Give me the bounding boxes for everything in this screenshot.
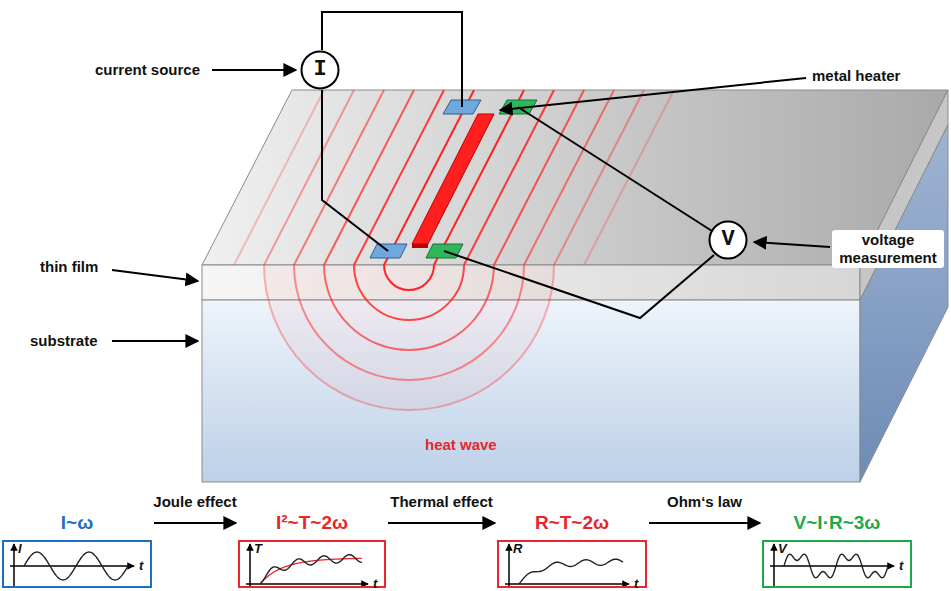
effect-label: Ohm‘s law	[667, 493, 742, 510]
part-label: current source	[95, 61, 200, 78]
instrument-symbol: V	[708, 220, 748, 260]
heat-wave-lines	[234, 90, 674, 410]
instrument-circle: V	[708, 220, 748, 260]
wires	[322, 12, 714, 318]
effect-label: Thermal effect	[390, 493, 493, 510]
part-label: substrate	[30, 332, 98, 349]
contact-pads	[370, 100, 537, 258]
axis-label: T	[254, 541, 262, 556]
instrument-circle: I	[300, 50, 340, 90]
part-label: thin film	[40, 258, 98, 275]
process-arrow	[649, 522, 760, 524]
effect-label: Joule effect	[153, 493, 236, 510]
signal-panel: I~ωIt	[2, 510, 152, 588]
process-arrow	[388, 522, 495, 524]
process-arrow	[154, 522, 236, 524]
part-label: heat wave	[425, 436, 497, 453]
axis-label: t	[373, 576, 377, 591]
formula: R~T~2ω	[497, 510, 647, 536]
signal-panel: I²~T~2ωTt	[238, 510, 386, 588]
axis-label: R	[513, 541, 522, 556]
instrument-symbol: I	[300, 50, 340, 90]
plot-frame: It	[2, 540, 152, 588]
signal-panel: R~T~2ωRt	[497, 510, 647, 588]
formula: V~I·R~3ω	[762, 510, 912, 536]
metal-heater	[412, 114, 494, 248]
plot-frame: Rt	[497, 540, 647, 588]
formula: I²~T~2ω	[238, 510, 386, 536]
plot-frame: Vt	[762, 540, 912, 588]
formula: I~ω	[2, 510, 152, 536]
part-label: metal heater	[812, 67, 900, 84]
axis-label: t	[634, 576, 638, 591]
leader-arrows	[112, 70, 830, 341]
sample-block	[202, 90, 948, 482]
plot-frame: Tt	[238, 540, 386, 588]
axis-label: I	[18, 541, 22, 556]
signal-panel: V~I·R~3ωVt	[762, 510, 912, 588]
axis-label: V	[778, 541, 787, 556]
axis-label: t	[899, 558, 903, 573]
axis-label: t	[139, 558, 143, 573]
part-label: voltage measurement	[832, 230, 944, 268]
